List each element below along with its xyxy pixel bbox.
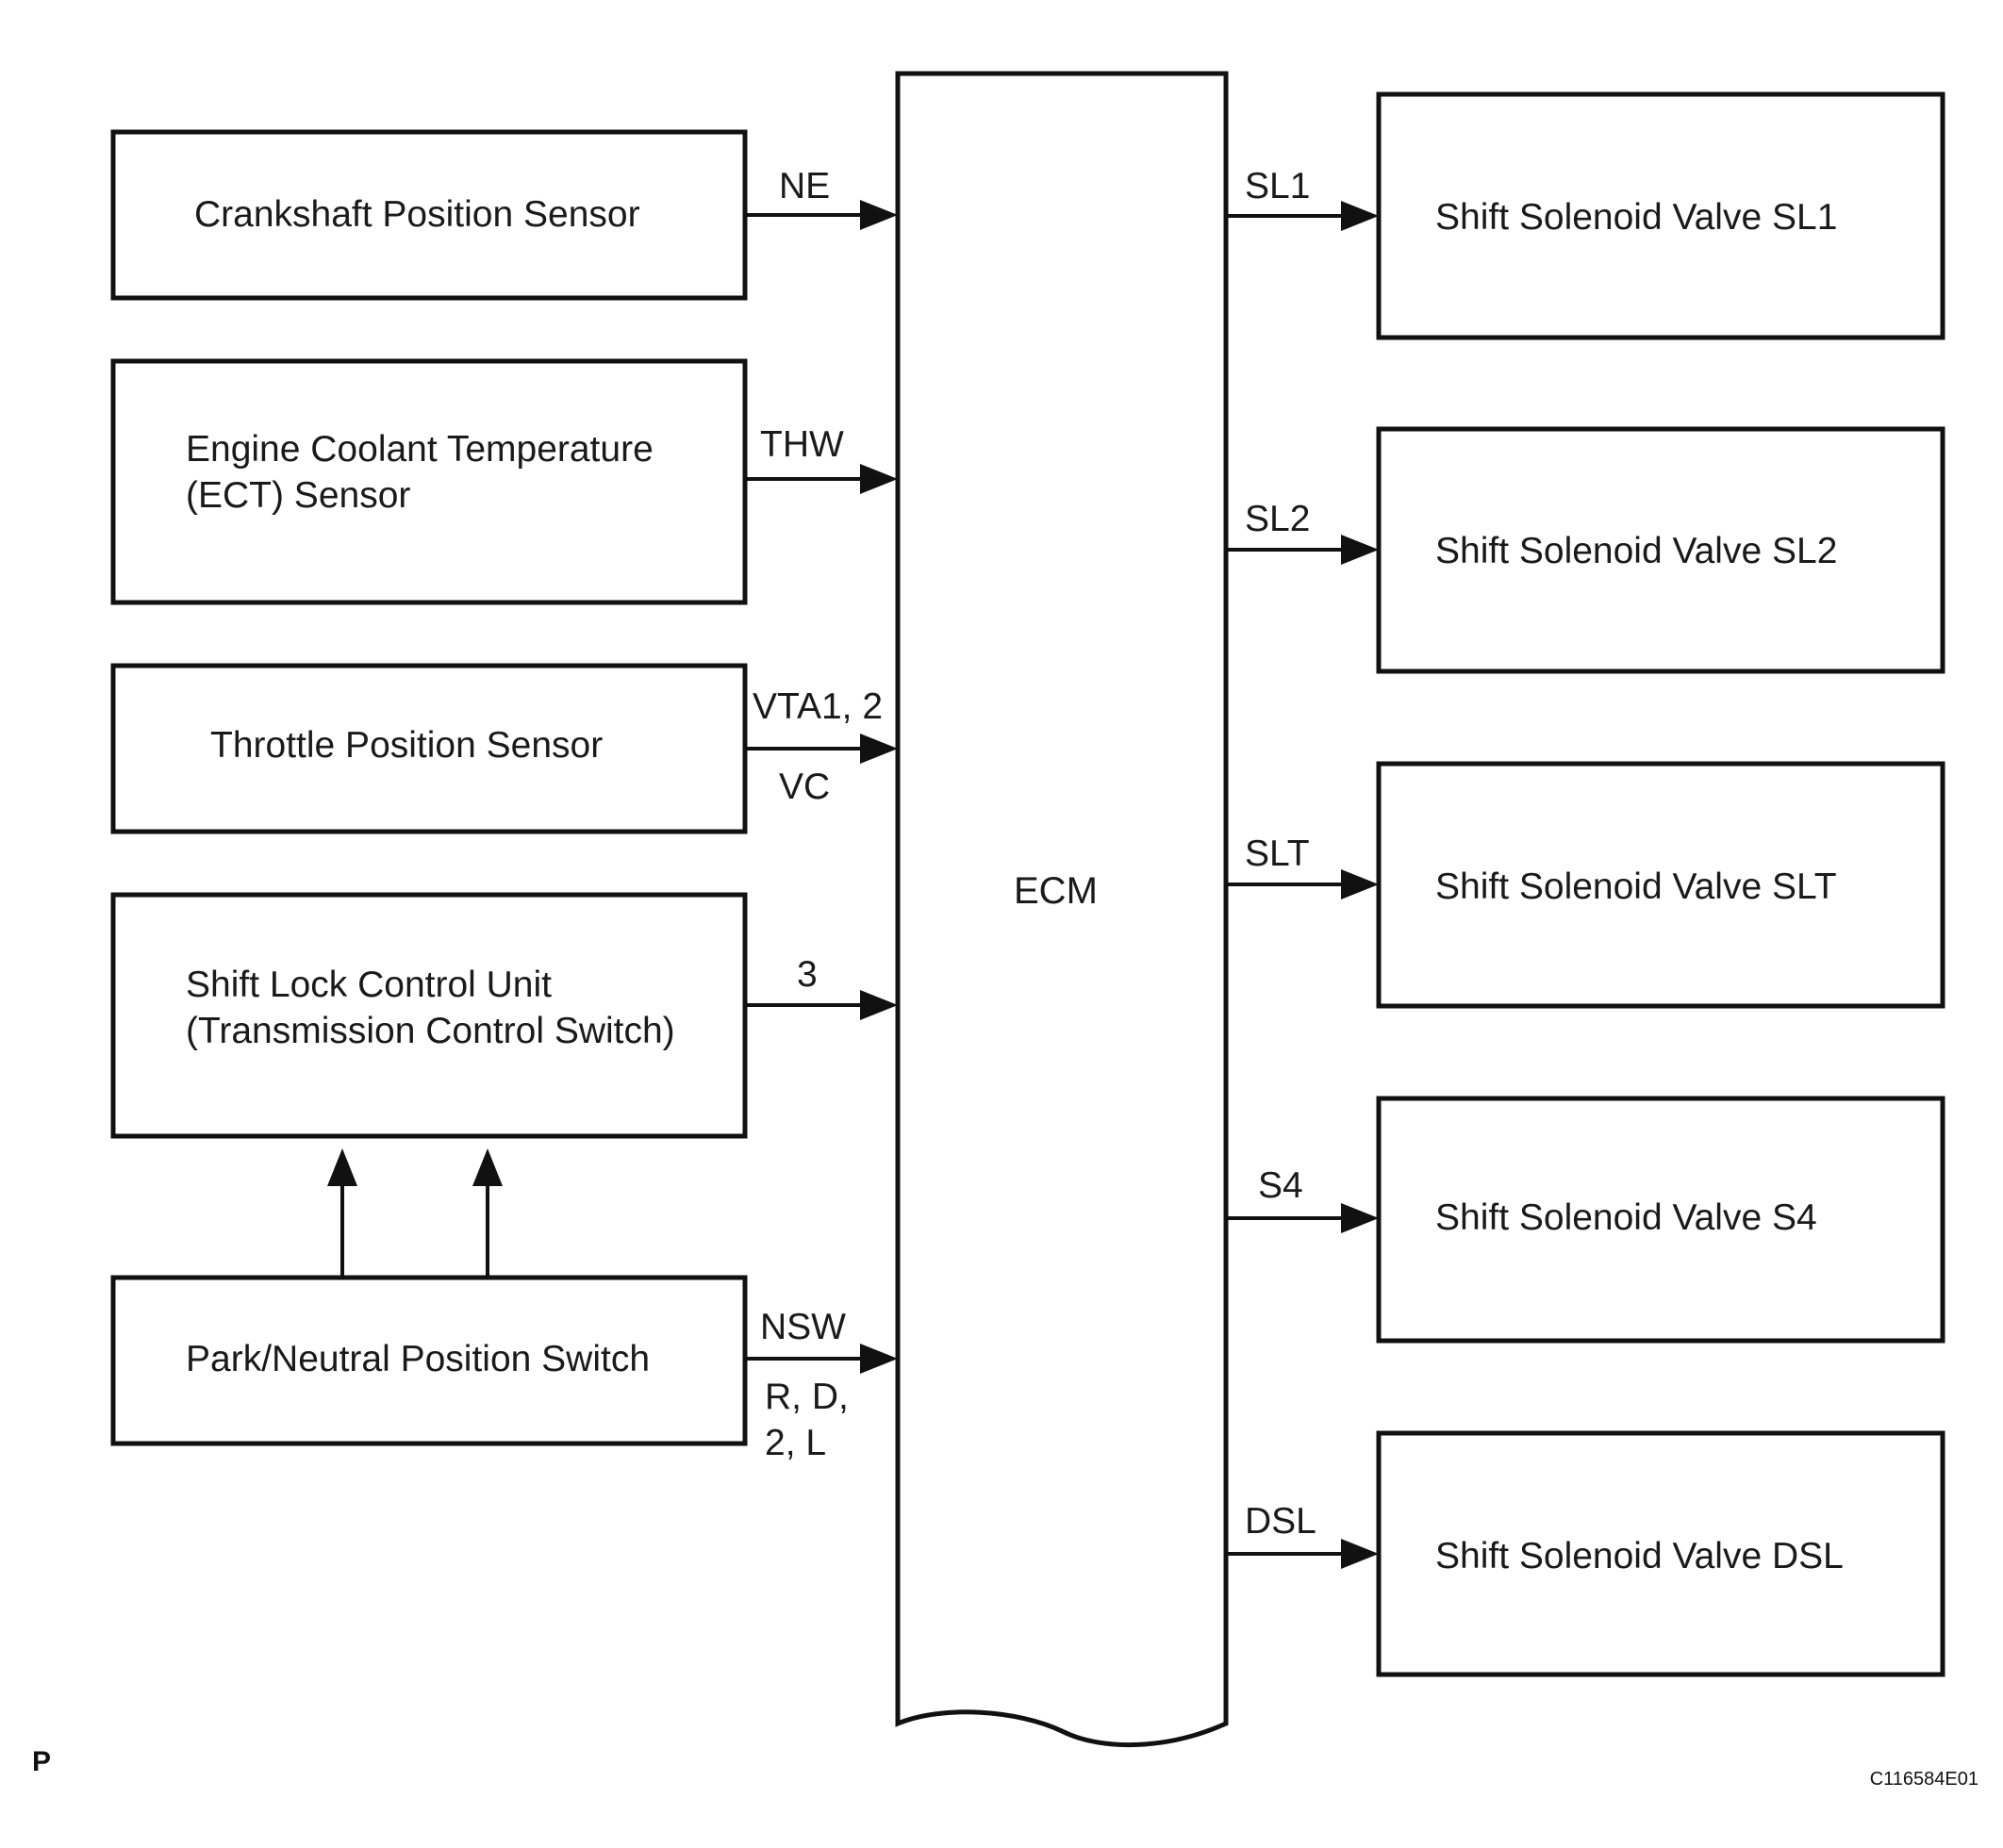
thw-signal-label: THW [760, 424, 844, 465]
nsw-range-label-line2: 2, L [765, 1423, 826, 1463]
solenoid-slt-label: Shift Solenoid Valve SLT [1435, 866, 1837, 907]
vc-signal-label: VC [779, 767, 830, 807]
nsw-arrowhead [860, 1344, 898, 1374]
dsl-signal-label: DSL [1245, 1501, 1316, 1542]
ecm-box [895, 71, 1229, 1748]
throttle-sensor-block: Throttle Position Sensor [110, 663, 748, 834]
vta-arrowhead [860, 734, 898, 764]
shift-lock-arrowhead [860, 990, 898, 1020]
figure-code: C116584E01 [1870, 1769, 1978, 1790]
slt-arrowhead [1341, 869, 1379, 899]
solenoid-sl1-box [1376, 91, 1945, 340]
crankshaft-sensor-block: Crankshaft Position Sensor [110, 129, 748, 301]
vta-signal-label: VTA1, 2 [753, 686, 883, 727]
solenoid-sl2-group: SL2 Shift Solenoid Valve SL2 [1226, 426, 1945, 674]
throttle-sensor-label: Throttle Position Sensor [210, 725, 603, 766]
shift-lock-unit-label-line1: Shift Lock Control Unit [186, 965, 552, 1005]
dsl-arrowhead [1341, 1539, 1379, 1569]
sl2-arrowhead [1341, 535, 1379, 565]
shift-lock-unit-label-line2: (Transmission Control Switch) [186, 1011, 675, 1051]
solenoid-dsl-box [1376, 1430, 1945, 1677]
ne-arrowhead [860, 200, 898, 230]
ect-sensor-block: Engine Coolant Temperature (ECT) Sensor [110, 358, 748, 605]
solenoid-dsl-label: Shift Solenoid Valve DSL [1435, 1536, 1844, 1576]
ecm-block: ECM [895, 71, 1229, 1748]
sl1-arrowhead [1341, 201, 1379, 231]
solenoid-dsl-group: DSL Shift Solenoid Valve DSL [1226, 1430, 1945, 1677]
ecm-label: ECM [1014, 870, 1098, 912]
park-neutral-switch-box [110, 1275, 748, 1446]
crankshaft-sensor-label: Crankshaft Position Sensor [194, 194, 640, 235]
solenoid-s4-label: Shift Solenoid Valve S4 [1435, 1197, 1817, 1238]
solenoid-s4-group: S4 Shift Solenoid Valve S4 [1226, 1096, 1945, 1344]
s4-signal-label: S4 [1258, 1165, 1303, 1206]
shift-lock-unit-box [110, 892, 748, 1139]
ect-sensor-box [110, 358, 748, 605]
shift-lock-unit-block: Shift Lock Control Unit (Transmission Co… [110, 892, 748, 1139]
park-neutral-switch-block: Park/Neutral Position Switch [110, 1275, 748, 1446]
input-arrows: NE THW VTA1, 2 VC 3 NSW R, D, 2, L [745, 166, 898, 1463]
sl2-signal-label: SL2 [1245, 499, 1310, 539]
s4-arrowhead [1341, 1203, 1379, 1233]
page-mark: P [32, 1746, 51, 1777]
solenoid-sl2-label: Shift Solenoid Valve SL2 [1435, 531, 1837, 571]
slt-signal-label: SLT [1245, 833, 1310, 874]
throttle-sensor-box [110, 663, 748, 834]
solenoid-sl1-group: SL1 Shift Solenoid Valve SL1 [1226, 91, 1945, 340]
switch-to-shift-lock-arrowhead-1 [327, 1148, 357, 1186]
nsw-signal-label: NSW [760, 1307, 846, 1347]
ect-sensor-label-line1: Engine Coolant Temperature [186, 429, 654, 470]
crankshaft-sensor-box [110, 129, 748, 301]
solenoid-sl2-box [1376, 426, 1945, 674]
solenoid-slt-box [1376, 761, 1945, 1009]
solenoid-slt-group: SLT Shift Solenoid Valve SLT [1226, 761, 1945, 1009]
ne-signal-label: NE [779, 166, 830, 206]
solenoid-sl1-label: Shift Solenoid Valve SL1 [1435, 197, 1837, 238]
switch-to-shift-lock-arrowhead-2 [472, 1148, 503, 1186]
nsw-range-label-line1: R, D, [765, 1377, 849, 1417]
switch-to-shift-lock-arrows [327, 1148, 503, 1278]
shift-lock-signal-label: 3 [797, 954, 818, 995]
solenoid-s4-box [1376, 1096, 1945, 1344]
sl1-signal-label: SL1 [1245, 166, 1310, 206]
park-neutral-switch-label: Park/Neutral Position Switch [186, 1339, 650, 1379]
thw-arrowhead [860, 464, 898, 494]
ect-sensor-label-line2: (ECT) Sensor [186, 475, 410, 516]
